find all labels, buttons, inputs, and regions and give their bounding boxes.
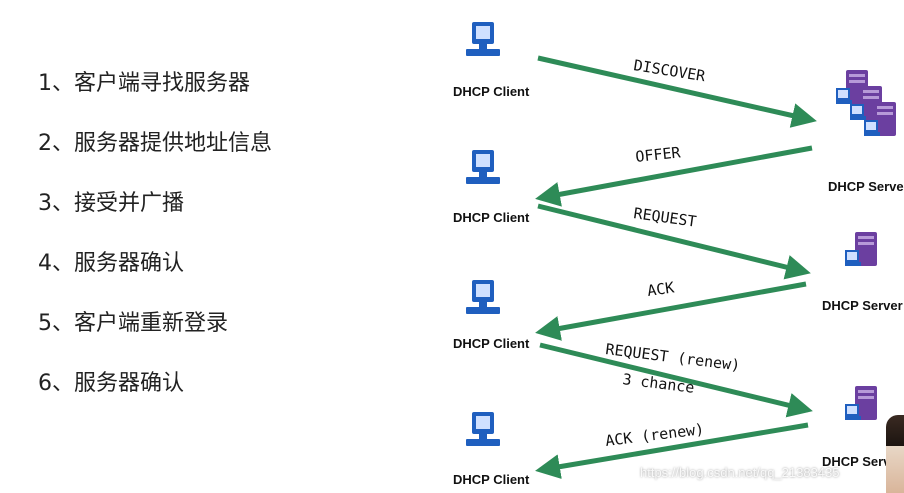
presenter-photo [886, 415, 904, 493]
server-label: DHCP Server [822, 298, 903, 313]
step-item: 4、服务器确认 [38, 251, 184, 276]
computer-icon [466, 280, 500, 314]
server-label: DHCP Server [822, 454, 903, 469]
client-label: DHCP Client [453, 210, 530, 225]
computer-icon [466, 22, 500, 56]
message-label: REQUEST [632, 204, 697, 231]
client-node: DHCP Client [453, 412, 530, 487]
step-item: 2、服务器提供地址信息 [38, 131, 272, 156]
discover-arrow [537, 55, 817, 128]
ack-renew-arrow [535, 422, 809, 480]
server-label: DHCP Server [828, 179, 904, 194]
server-node: DHCP Server [822, 386, 903, 469]
client-node: DHCP Client [453, 280, 530, 351]
message-label: OFFER [635, 143, 683, 166]
step-item: 6、服务器确认 [38, 371, 184, 396]
computer-icon [466, 150, 500, 184]
server-node: DHCP Server [828, 70, 904, 194]
watermark: https://blog.csdn.net/qq_21383435 [640, 465, 840, 480]
client-node: DHCP Client [453, 22, 530, 99]
message-sublabel: 3 chance [622, 370, 696, 397]
step-item: 5、客户端重新登录 [38, 311, 228, 336]
ack-arrow [535, 281, 807, 341]
step-item: 3、接受并广播 [38, 191, 184, 216]
offer-arrow [535, 145, 813, 207]
step-item: 1、客户端寻找服务器 [38, 71, 250, 96]
request-renew-arrow [539, 342, 813, 418]
server-icon [845, 232, 877, 266]
message-label: ACK [646, 278, 675, 300]
server-node: DHCP Server [822, 232, 903, 313]
server-icon [845, 386, 877, 420]
request-arrow [537, 203, 811, 280]
computer-icon [466, 412, 500, 446]
client-label: DHCP Client [453, 472, 530, 487]
client-label: DHCP Client [453, 336, 530, 351]
client-node: DHCP Client [453, 150, 530, 225]
client-label: DHCP Client [453, 84, 530, 99]
step-list: 1、客户端寻找服务器 2、服务器提供地址信息 3、接受并广播 4、服务器确认 5… [38, 62, 272, 422]
